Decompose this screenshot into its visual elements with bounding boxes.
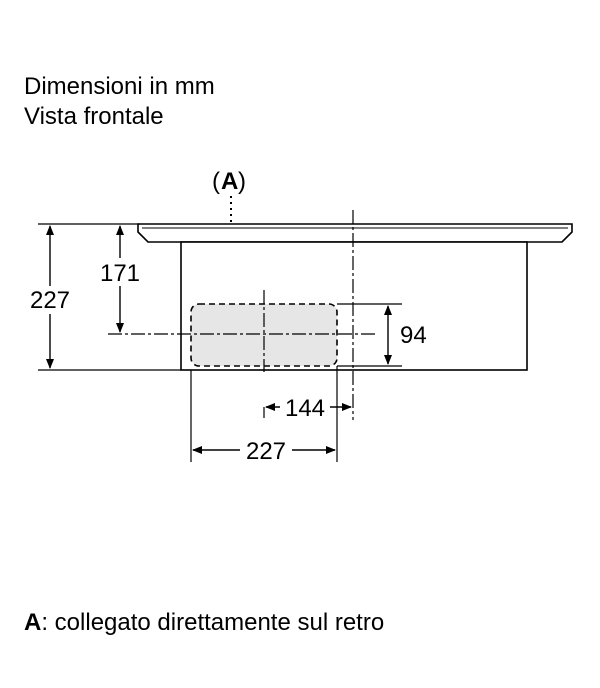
dim-label-total-height: 227 — [30, 287, 70, 314]
dim-label-bg-height-to-axis — [94, 258, 146, 286]
legend-text: : collegato direttamente sul retro — [41, 609, 385, 636]
callout-letter: A — [221, 168, 238, 195]
dim-label-bg-total-height — [24, 286, 76, 314]
dim-label-height-to-axis: 171 — [100, 260, 140, 287]
callout-close-paren: ) — [238, 168, 246, 195]
dim-label-offset: 144 — [285, 395, 325, 422]
title-block: Dimensioni in mm Vista frontale — [24, 72, 215, 132]
dim-label-box-width: 227 — [246, 438, 286, 465]
callout-open-paren: ( — [212, 168, 220, 195]
dim-label-box-height: 94 — [400, 322, 427, 349]
legend-note: A: collegato direttamente sul retro — [24, 608, 384, 638]
title-dimensions: Dimensioni in mm — [24, 73, 215, 100]
dim-label-bg-box-width — [240, 437, 292, 463]
dim-label-bg-offset — [280, 394, 330, 420]
title-view: Vista frontale — [24, 103, 164, 130]
callout-a-label: ( A ) — [212, 168, 246, 195]
legend-key: A — [24, 609, 42, 636]
hob-top-plate — [137, 223, 573, 243]
